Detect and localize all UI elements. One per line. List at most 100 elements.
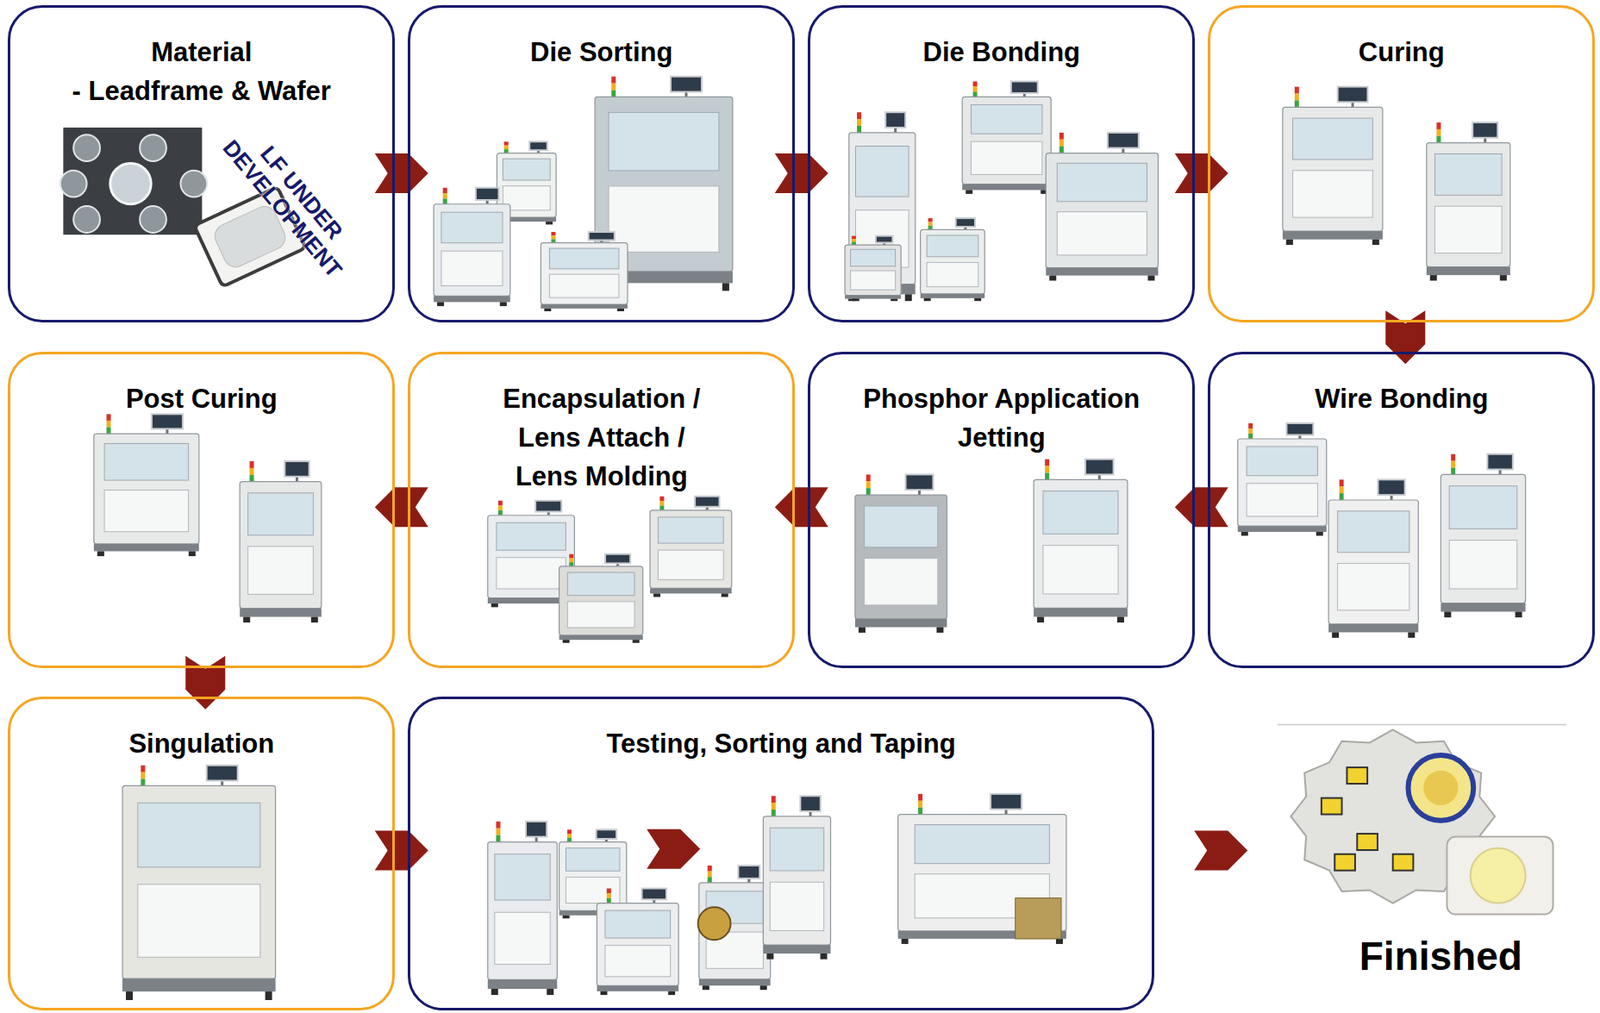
machine-foot	[820, 953, 828, 960]
signal-lamp	[567, 833, 572, 838]
led-package	[1446, 837, 1553, 915]
signal-lamp	[606, 888, 612, 894]
machine-foot	[543, 308, 551, 312]
flow-arrow	[185, 656, 225, 710]
machine-foot	[243, 617, 250, 624]
signal-lamp	[856, 118, 862, 126]
machine-foot	[722, 282, 730, 291]
leadframe-cavity	[73, 206, 100, 233]
machine-panel	[567, 601, 635, 628]
monitor	[206, 765, 238, 782]
signal-lamp	[1436, 129, 1441, 137]
signal-lamp	[504, 149, 509, 153]
machine-illustration	[1033, 459, 1128, 623]
signal-lamp	[928, 221, 933, 225]
signal-lamp	[568, 554, 574, 559]
signal-lamp	[973, 91, 978, 97]
signal-lamp	[856, 112, 862, 119]
signal-lamp	[443, 198, 448, 204]
machine-panel	[549, 274, 619, 298]
signal-lamp	[606, 898, 612, 904]
process-box: Die Bonding	[807, 5, 1195, 323]
monitor	[906, 474, 934, 490]
machine-base	[433, 295, 511, 302]
machine-body	[93, 433, 200, 544]
machine-base	[487, 979, 557, 989]
machine-panel	[657, 550, 724, 580]
signal-lamp	[106, 420, 112, 428]
monitor	[1472, 122, 1498, 138]
machine-illustration	[433, 187, 511, 307]
machine-foot	[974, 298, 982, 301]
machine-base	[1282, 231, 1383, 240]
machine-body	[433, 204, 511, 297]
machine-panel	[1246, 483, 1318, 517]
machine-base	[699, 979, 771, 986]
signal-lamp	[106, 426, 112, 434]
machine-window	[657, 517, 724, 544]
signal-lamp	[550, 235, 556, 239]
signal-lamp	[973, 86, 978, 92]
machine-body	[844, 244, 901, 296]
monitor	[1011, 81, 1038, 93]
machine-panel	[864, 558, 938, 606]
signal-lamp	[866, 481, 871, 488]
signal-lamp	[1339, 479, 1344, 487]
signal-lamp	[567, 829, 572, 834]
machine-foot	[1372, 239, 1380, 245]
machine-foot	[562, 639, 570, 644]
monitor	[885, 112, 906, 128]
machine-body	[762, 816, 831, 945]
signal-lamp	[567, 837, 572, 843]
machine-base	[1426, 267, 1511, 276]
leadframe-cavity	[110, 162, 151, 204]
machine-foot	[600, 991, 607, 995]
machine-foot	[905, 293, 913, 301]
step-title: Post Curing	[125, 379, 278, 419]
led-chip	[1356, 833, 1378, 850]
machine-base	[93, 543, 200, 552]
signal-lamp	[1044, 472, 1050, 480]
machine-base	[1033, 607, 1128, 617]
machine-illustration	[596, 888, 679, 996]
flow-arrow	[375, 830, 429, 870]
led-lens	[1470, 848, 1526, 904]
signal-lamp	[973, 81, 978, 87]
signal-lamp	[250, 475, 255, 482]
machine-base	[1237, 525, 1327, 532]
machine-illustration	[1045, 132, 1158, 282]
machine-foot	[491, 988, 499, 995]
signal-lamp	[1059, 139, 1064, 147]
monitor	[151, 413, 183, 429]
tape-reels	[1015, 898, 1062, 939]
signal-lamp	[856, 125, 862, 133]
signal-lamp	[1044, 459, 1050, 467]
machine-illustration	[1282, 87, 1383, 245]
machine-window	[850, 249, 896, 267]
signal-lamp	[611, 90, 616, 98]
machine-foot	[1500, 275, 1507, 281]
step-title: Curing	[1358, 32, 1445, 72]
machine-panel	[1434, 206, 1502, 253]
machine-panel	[1449, 540, 1518, 589]
machine-body	[849, 132, 916, 285]
machine-body	[1282, 106, 1383, 232]
machine-illustration	[540, 231, 628, 312]
machine-base	[239, 608, 322, 618]
signal-lamp	[1294, 100, 1300, 107]
machine-window	[1434, 153, 1502, 195]
signal-lamp	[1450, 468, 1456, 475]
machine-illustration	[855, 474, 948, 632]
machine-illustration	[1426, 122, 1511, 281]
machine-illustration	[1328, 479, 1419, 638]
machine-foot	[311, 617, 319, 624]
signal-lamp	[498, 505, 503, 511]
machine-foot	[125, 991, 133, 1000]
step-title: Wire Bonding	[1314, 379, 1488, 419]
monitor	[1377, 479, 1405, 495]
machine-foot	[848, 299, 856, 302]
machine-foot	[500, 301, 507, 307]
signal-lamp	[918, 793, 923, 801]
